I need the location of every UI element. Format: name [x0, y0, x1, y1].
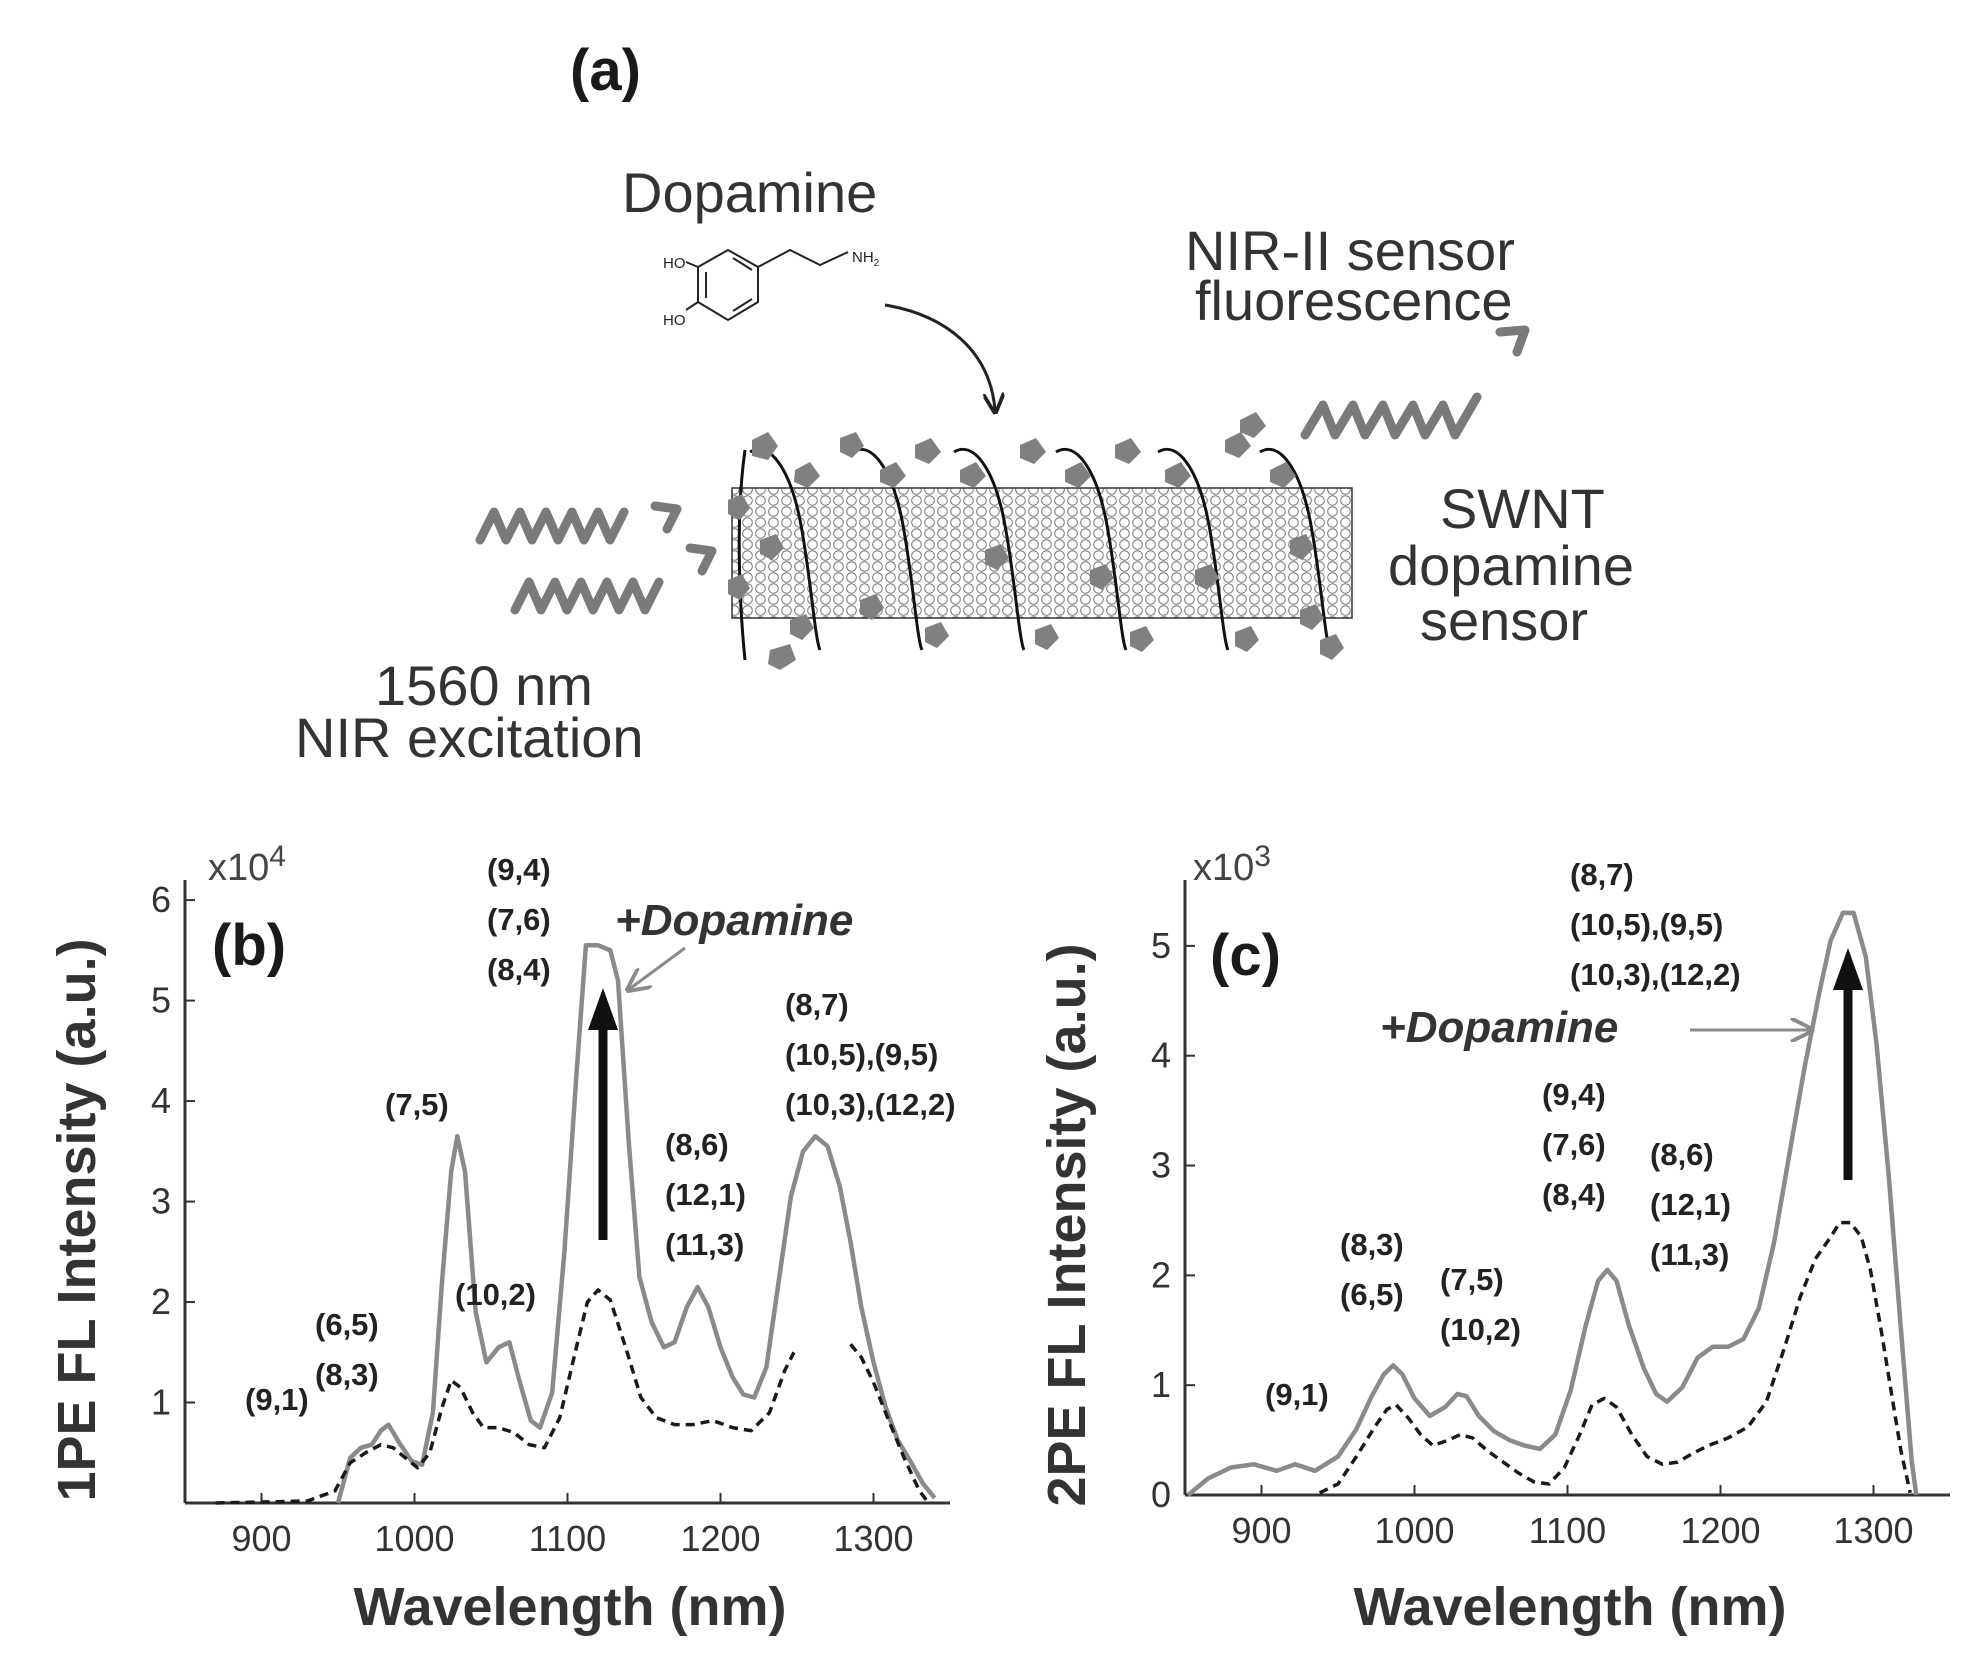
dopamine-binding-arrow-icon [884, 303, 995, 410]
x-axis-title-b: Wavelength (nm) [353, 1577, 786, 1637]
y-multiplier-b: x104 [208, 840, 286, 889]
y-tick-label: 2 [1151, 1254, 1171, 1295]
annotation-label: (8,6)(12,1)(11,3) [665, 1127, 746, 1262]
series-line-before [215, 1288, 796, 1505]
y-tick-label: 0 [1151, 1474, 1171, 1515]
x-axis-title-c: Wavelength (nm) [1353, 1577, 1786, 1637]
x-tick-label: 1000 [1374, 1510, 1454, 1551]
axes-c: 900 1000 1100 1200 1300 0 1 2 3 4 5 [1151, 880, 1950, 1551]
annotation-label: (8,7)(10,5),(9,5)(10,3),(12,2) [785, 987, 956, 1122]
series-line-before [849, 1343, 930, 1505]
y-tick-label: 3 [151, 1181, 171, 1222]
annotation-label: (8,6)(12,1)(11,3) [1650, 1137, 1731, 1272]
sensor-label-line2: dopamine [1388, 534, 1634, 597]
y-tick-label: 6 [151, 879, 171, 920]
y-tick-label: 5 [151, 980, 171, 1021]
excitation-wave-icon [475, 501, 717, 615]
axes-b: 900 1000 1100 1200 1300 1 2 3 4 5 6 [151, 879, 950, 1559]
emission-label-line1: NIR-II sensor [1185, 219, 1515, 282]
annotation-label: (9,4)(7,6)(8,4) [487, 852, 551, 987]
excitation-label-line1: 1560 nm [375, 654, 593, 717]
dopamine-label-b: +Dopamine [615, 896, 853, 945]
y-tick-label: 3 [1151, 1145, 1171, 1186]
y-axis-title-b: 1PE FL Intensity (a.u.) [47, 938, 107, 1501]
excitation-label-line2: NIR excitation [295, 706, 644, 769]
series-line-after [335, 943, 937, 1504]
nanotube-icon [728, 412, 1353, 670]
y-tick-label: 1 [1151, 1364, 1171, 1405]
emission-arrowhead-icon [1495, 325, 1530, 357]
x-tick-label: 1100 [1529, 1510, 1606, 1551]
panel-label-a: (a) [570, 38, 641, 103]
chem-ho-bottom: HO [663, 312, 686, 329]
emission-wave-icon [1300, 392, 1482, 440]
series-line-after [1186, 910, 1919, 1497]
schematic-panel: (a) Dopamine HO HO NH2 NIR-II sensor flu… [295, 38, 1634, 769]
x-tick-label: 900 [231, 1518, 291, 1559]
annotation-label: (9,1) [245, 1382, 309, 1417]
x-tick-label: 1300 [833, 1518, 913, 1559]
chem-ho-top: HO [663, 255, 686, 272]
series-c [1186, 910, 1919, 1497]
analyte-label: Dopamine [622, 161, 877, 224]
sensor-label-line1: SWNT [1440, 477, 1605, 540]
x-tick-label: 1200 [680, 1518, 760, 1559]
y-tick-label: 1 [151, 1382, 171, 1423]
y-axis-title-c: 2PE FL Intensity (a.u.) [1037, 943, 1097, 1506]
annotation-label: (9,1) [1265, 1377, 1329, 1412]
annotation-label: (7,5)(10,2) [1440, 1262, 1521, 1347]
annotation-label: (8,3)(6,5) [1340, 1227, 1404, 1312]
sensor-label-line3: sensor [1420, 589, 1588, 652]
y-tick-label: 2 [151, 1281, 171, 1322]
annotation-label: (6,5)(8,3) [315, 1307, 379, 1392]
annotations-b: (9,1) (6,5)(8,3) (7,5) (10,2) (9,4)(7,6)… [245, 852, 956, 1417]
increase-arrow-c [1833, 948, 1863, 1180]
x-tick-label: 1000 [374, 1518, 454, 1559]
panel-label-c: (c) [1210, 923, 1281, 988]
increase-arrow-b [588, 988, 618, 1240]
panel-label-b: (b) [212, 913, 286, 978]
dopamine-label-c: +Dopamine [1380, 1003, 1618, 1052]
x-tick-label: 1300 [1833, 1510, 1913, 1551]
y-multiplier-c: x103 [1193, 840, 1271, 889]
series-b [215, 943, 937, 1505]
y-tick-label: 4 [151, 1080, 171, 1121]
y-tick-label: 4 [1151, 1035, 1171, 1076]
emission-label-line2: fluorescence [1195, 269, 1513, 332]
dopamine-structure-icon: HO HO NH2 [663, 248, 880, 329]
annotation-label: (10,2) [455, 1277, 536, 1312]
y-tick-label: 5 [1151, 925, 1171, 966]
annotation-label: (7,5) [385, 1087, 449, 1122]
dopamine-pointer-b [628, 946, 686, 990]
annotations-c: (9,1) (8,3)(6,5) (7,5)(10,2) (9,4)(7,6)(… [1265, 857, 1741, 1412]
x-tick-label: 1100 [529, 1518, 606, 1559]
annotation-label: (9,4)(7,6)(8,4) [1542, 1077, 1606, 1212]
x-tick-label: 1200 [1680, 1510, 1760, 1551]
chart-c: (c) x103 2PE FL Intensity (a.u.) Wavelen… [1037, 840, 1950, 1637]
series-line-before [1318, 1220, 1912, 1495]
chem-nh2: NH2 [852, 249, 880, 269]
chart-b: (b) x104 1PE FL Intensity (a.u.) Wavelen… [47, 840, 956, 1637]
annotation-label: (8,7)(10,5),(9,5)(10,3),(12,2) [1570, 857, 1741, 992]
x-tick-label: 900 [1231, 1510, 1291, 1551]
